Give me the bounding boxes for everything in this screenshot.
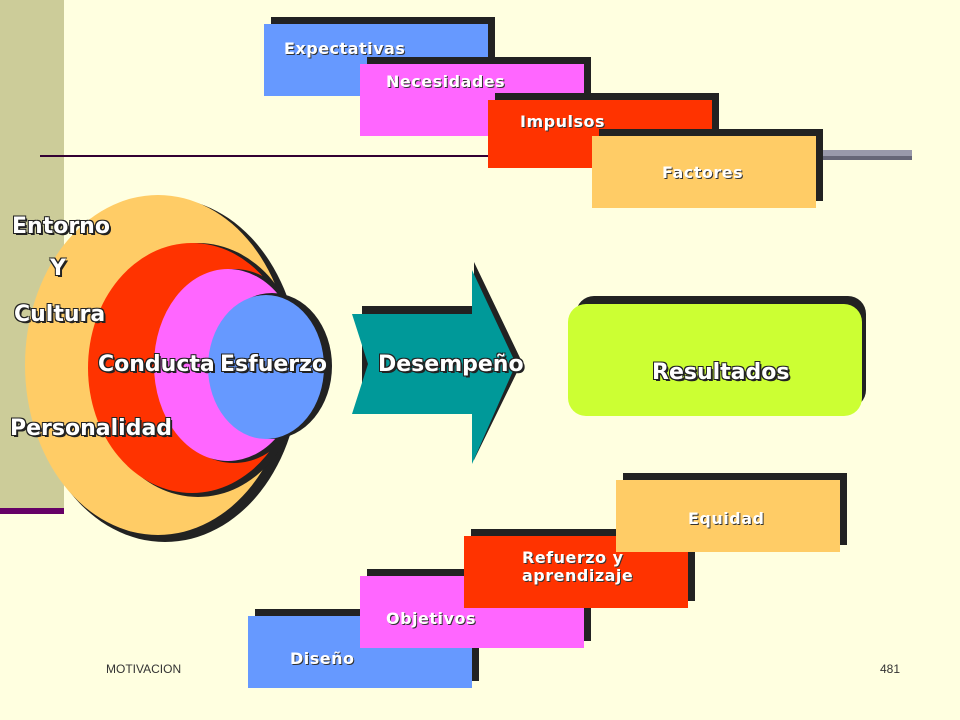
left-sidebar-edge (0, 508, 64, 514)
box-resultados (568, 304, 862, 416)
box-expectativas-label: Expectativas (284, 39, 406, 58)
box-refuerzo-label: Refuerzo y aprendizaje (522, 548, 634, 585)
page-number: 481 (880, 662, 901, 676)
divider-line-right (820, 150, 912, 156)
footer-title: MOTIVACION (106, 662, 182, 676)
label-entorno: Entorno (12, 214, 110, 239)
label-esfuerzo: Esfuerzo (220, 352, 328, 377)
arrow-desempeno (352, 270, 516, 464)
divider-line (40, 155, 590, 157)
label-resultados: Resultados (652, 360, 790, 385)
label-personalidad: Personalidad (10, 416, 173, 441)
label-desempeno: Desempeño (378, 352, 524, 377)
box-necesidades-label: Necesidades (386, 72, 506, 91)
label-conducta: Conducta (98, 352, 215, 377)
label-cultura: Cultura (14, 302, 106, 327)
box-factores-label: Factores (662, 163, 744, 182)
divider-line-right-shadow (820, 156, 912, 160)
box-objetivos-label: Objetivos (386, 609, 476, 628)
box-diseno-label: Diseño (290, 649, 355, 668)
box-equidad: Equidad (616, 473, 847, 552)
box-factores: Factores (592, 129, 823, 208)
box-equidad-label: Equidad (688, 509, 765, 528)
box-impulsos-label: Impulsos (520, 112, 605, 131)
ellipse-esfuerzo (208, 295, 324, 439)
label-y: Y (50, 256, 66, 281)
